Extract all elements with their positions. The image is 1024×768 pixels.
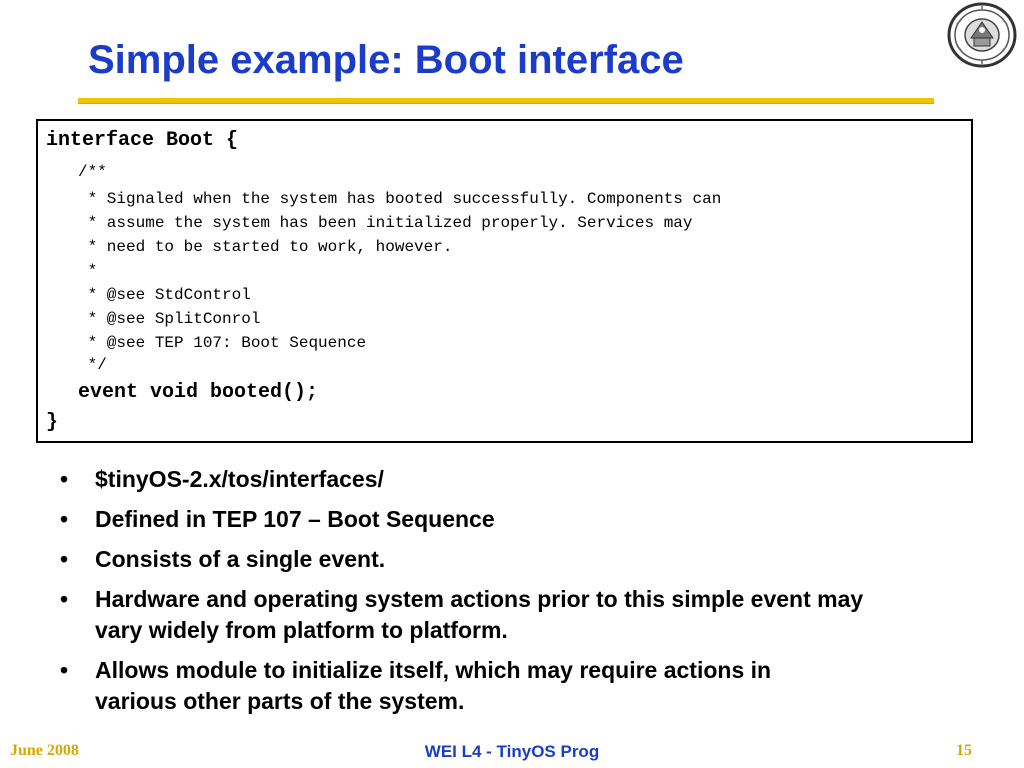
code-line-event: event void booted(); — [78, 381, 319, 404]
title-underline — [78, 98, 934, 104]
footer-date: June 2008 — [10, 742, 79, 759]
bullet-marker: • — [60, 586, 69, 612]
bullet-marker: • — [60, 466, 69, 492]
code-line-comment-open: /** — [78, 163, 107, 181]
code-line-comment: * need to be started to work, however. — [78, 238, 453, 256]
bullet-list: • $tinyOS-2.x/tos/interfaces/ • Defined … — [60, 464, 960, 726]
bullet-text: Defined in TEP 107 – Boot Sequence — [95, 506, 495, 532]
code-line-comment: * @see SplitConrol — [78, 310, 261, 328]
code-line-comment: * @see StdControl — [78, 286, 251, 304]
code-line-comment: * — [78, 262, 98, 280]
bullet-text: Allows module to initialize itself, whic… — [95, 657, 772, 714]
bullet-text: $tinyOS-2.x/tos/interfaces/ — [95, 466, 384, 492]
footer-course-title: WEI L4 - TinyOS Prog — [424, 742, 600, 761]
code-block: interface Boot { /** * Signaled when the… — [36, 119, 973, 443]
bullet-text: Hardware and operating system actions pr… — [95, 586, 864, 643]
list-item: • $tinyOS-2.x/tos/interfaces/ — [60, 464, 960, 495]
slide-title: Simple example: Boot interface — [88, 38, 684, 82]
list-item: • Defined in TEP 107 – Boot Sequence — [60, 504, 960, 535]
list-item: • Consists of a single event. — [60, 544, 960, 575]
list-item: • Allows module to initialize itself, wh… — [60, 655, 825, 717]
code-line-comment-close: */ — [78, 356, 107, 374]
bullet-marker: • — [60, 657, 69, 683]
code-line-close-brace: } — [46, 411, 59, 434]
code-line-interface: interface Boot { — [46, 129, 239, 152]
footer-page-number: 15 — [956, 742, 972, 759]
bullet-marker: • — [60, 506, 69, 532]
university-seal-icon — [947, 2, 1017, 68]
list-item: • Hardware and operating system actions … — [60, 584, 865, 646]
bullet-text: Consists of a single event. — [95, 546, 386, 572]
code-line-comment: * Signaled when the system has booted su… — [78, 190, 722, 208]
bullet-marker: • — [60, 546, 69, 572]
code-line-comment: * @see TEP 107: Boot Sequence — [78, 334, 367, 352]
code-line-comment: * assume the system has been initialized… — [78, 214, 693, 232]
